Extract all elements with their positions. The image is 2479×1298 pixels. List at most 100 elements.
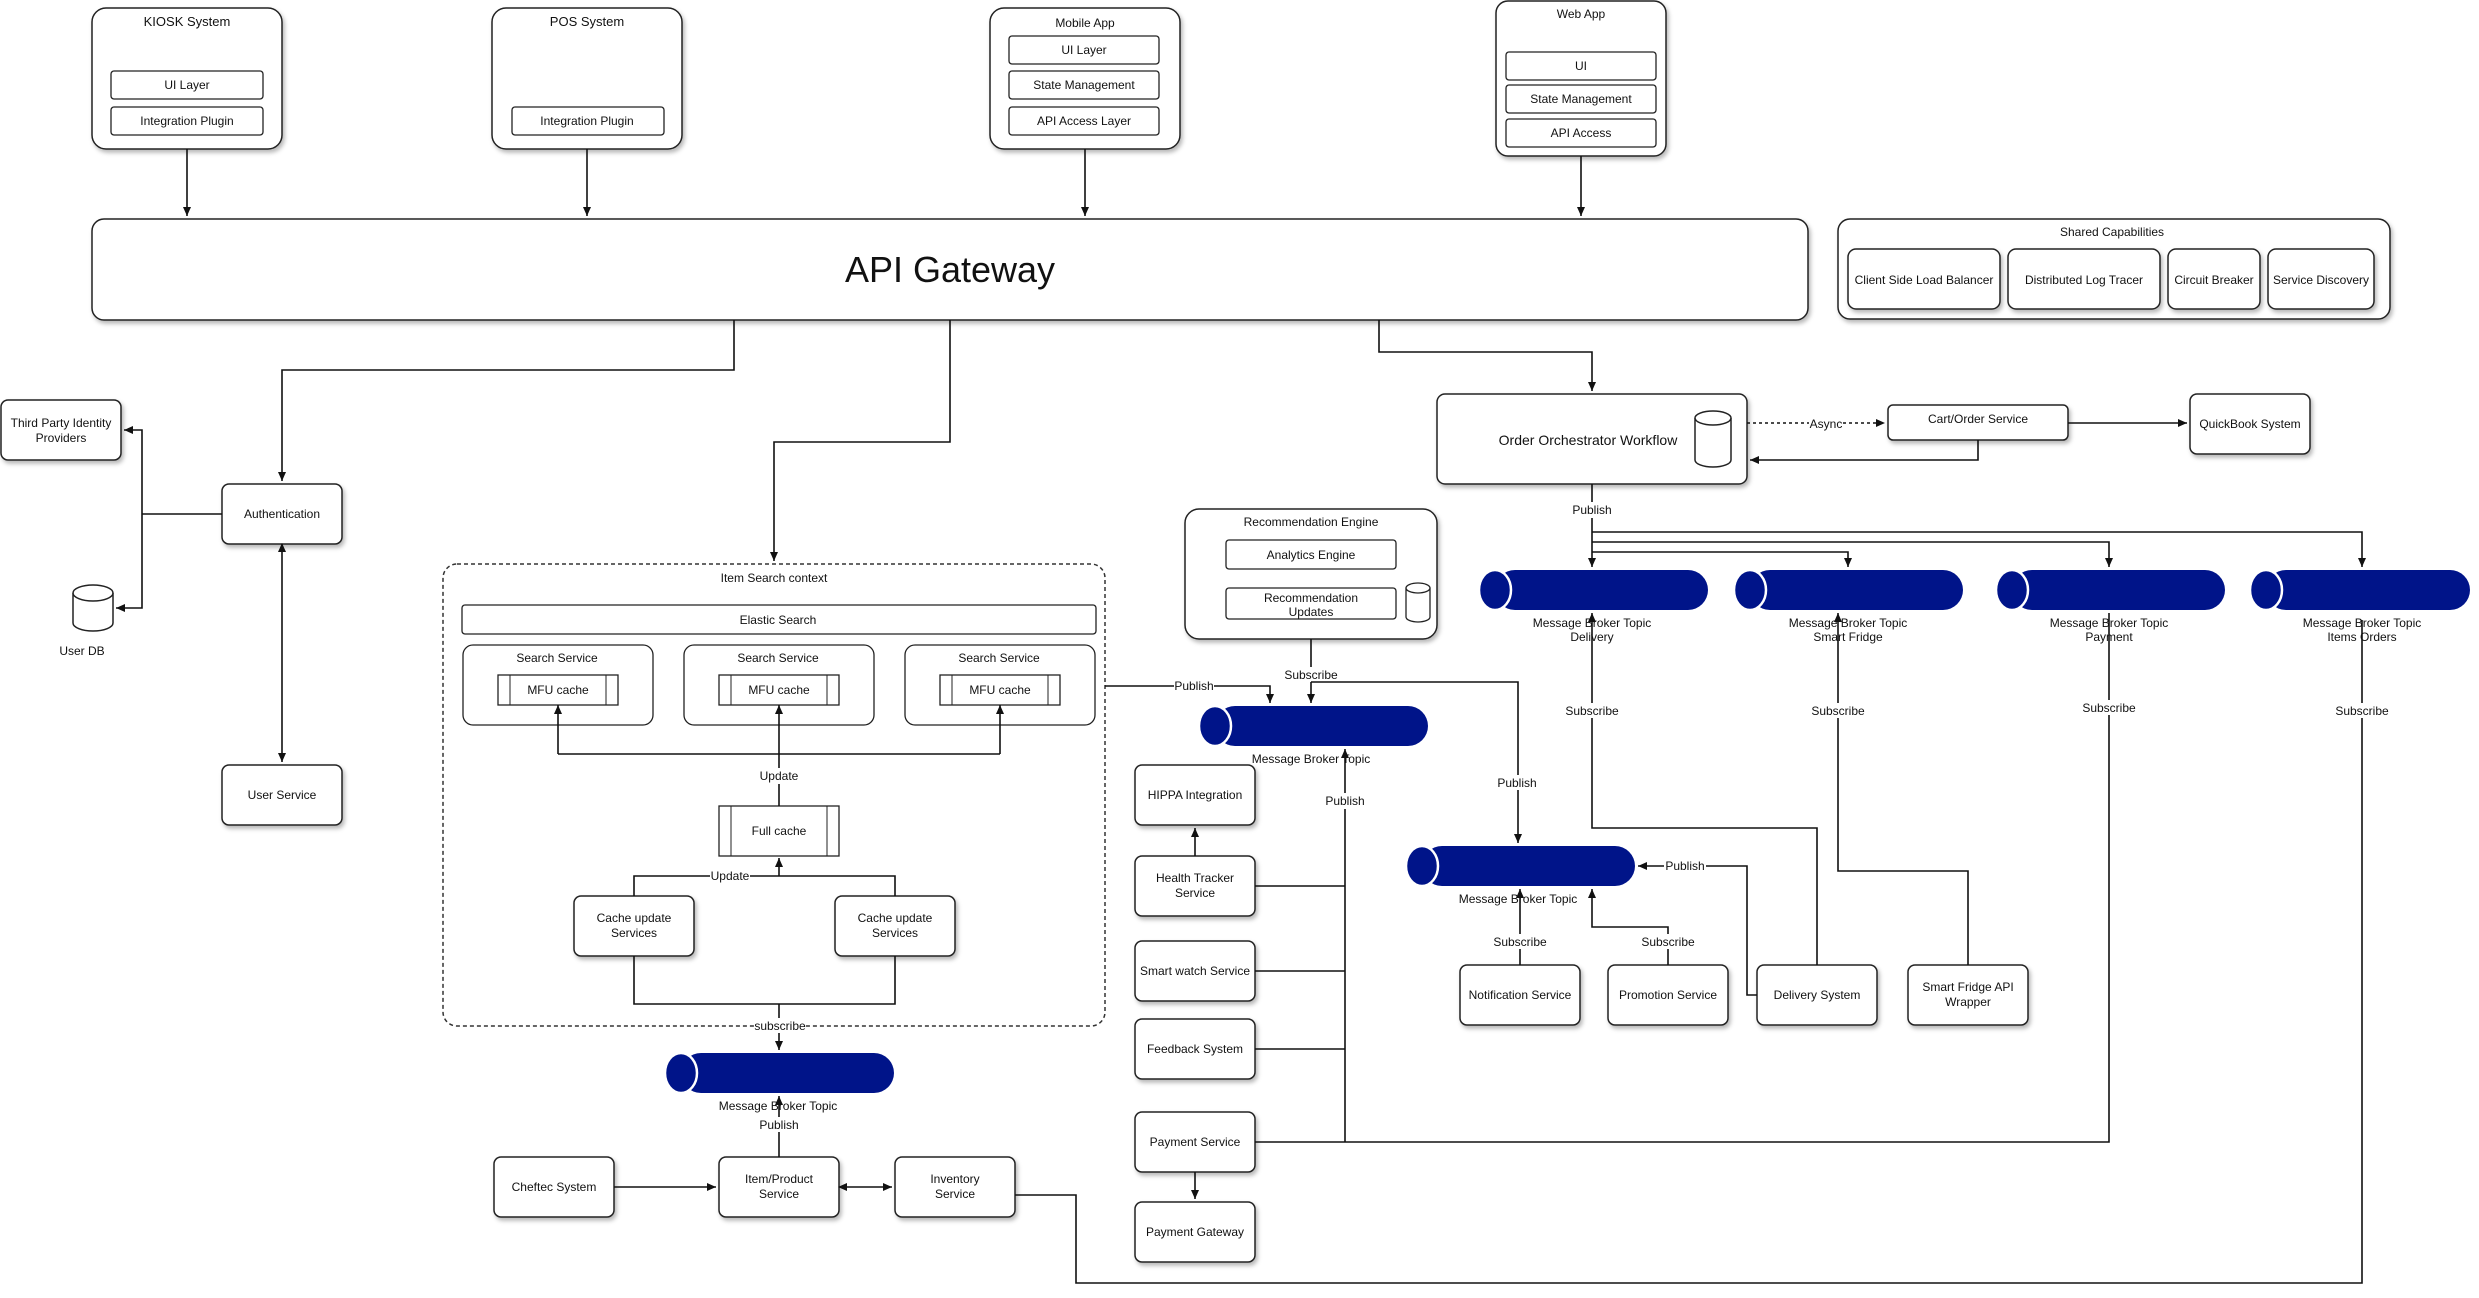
item-broker-topic: Message Broker Topic xyxy=(663,1051,894,1113)
subscribe-label-notification: Subscribe xyxy=(1493,935,1547,949)
edge-publish-items-orders xyxy=(1592,531,2366,567)
edge-cacheupdate-bus xyxy=(633,875,896,896)
fridge-l2: Wrapper xyxy=(1945,995,1991,1009)
orchestrator-label: Order Orchestrator Workflow xyxy=(1499,432,1679,448)
web-state-management: State Management xyxy=(1530,92,1632,106)
order-orchestrator-workflow: Order Orchestrator Workflow xyxy=(1436,393,1748,485)
user-db-label: User DB xyxy=(59,644,104,658)
search-service-1-label: Search Service xyxy=(516,651,598,665)
topic-items-orders: Message Broker Topic Items Orders xyxy=(2248,568,2470,644)
search-service-3: Search Service MFU cache xyxy=(904,644,1096,726)
topic-fridge-l1: Message Broker Topic xyxy=(1789,616,1908,630)
shared-capabilities: Shared Capabilities Client Side Load Bal… xyxy=(1837,218,2391,320)
edge-payment-bus xyxy=(1255,613,2110,1143)
cache-update-services-2: Cache update Services xyxy=(834,895,956,957)
smart-fridge-api-wrapper: Smart Fridge API Wrapper xyxy=(1907,964,2029,1026)
notification-label: Notification Service xyxy=(1469,988,1572,1002)
recommendation-title: Recommendation Engine xyxy=(1244,515,1379,529)
item-product-service: Item/Product Service xyxy=(718,1156,840,1218)
item-product-l1: Item/Product xyxy=(745,1172,814,1186)
edge-auth-user-db xyxy=(116,514,143,612)
feedback-system: Feedback System xyxy=(1134,1018,1256,1080)
recommendation-engine: Recommendation Engine Analytics Engine R… xyxy=(1184,508,1438,640)
web-api-access: API Access xyxy=(1551,126,1612,140)
full-cache-label: Full cache xyxy=(752,824,807,838)
update-label-top: Update xyxy=(760,769,799,783)
pos-integration-plugin: Integration Plugin xyxy=(540,114,633,128)
topic-smart-fridge: Message Broker Topic Smart Fridge xyxy=(1732,568,1963,644)
cache-update-2-l2: Services xyxy=(872,926,918,940)
user-db: User DB xyxy=(59,584,114,658)
subscribe-label-topic-fridge: Subscribe xyxy=(1811,704,1865,718)
edge-promotion-subscribe xyxy=(1588,889,1669,965)
mfu-cache-3: MFU cache xyxy=(969,683,1031,697)
topic-payment: Message Broker Topic Payment xyxy=(1994,568,2225,644)
pos-system: POS System Integration Plugin xyxy=(491,7,683,150)
topic-payment-l2: Payment xyxy=(2085,630,2133,644)
smartwatch-label: Smart watch Service xyxy=(1140,964,1250,978)
edge-publish-payment xyxy=(1592,541,2113,567)
subscribe-label-items: subscribe xyxy=(754,1019,806,1033)
web-ui: UI xyxy=(1575,59,1587,73)
mobile-ui-layer: UI Layer xyxy=(1061,43,1106,57)
api-gateway-title: API Gateway xyxy=(845,249,1055,290)
pos-title: POS System xyxy=(550,14,624,29)
search-service-2-label: Search Service xyxy=(737,651,819,665)
smart-watch-service: Smart watch Service xyxy=(1134,940,1256,1002)
edge-cacheupdate-subscribe-bus xyxy=(633,956,896,1005)
publish-label-health: Publish xyxy=(1325,794,1364,808)
web-title: Web App xyxy=(1557,7,1606,21)
edge-gateway-orchestrator xyxy=(1378,320,1596,391)
payment-service: Payment Service xyxy=(1134,1111,1256,1173)
mobile-state-management: State Management xyxy=(1033,78,1135,92)
topic-fridge-l2: Smart Fridge xyxy=(1813,630,1883,644)
cache-update-2-l1: Cache update xyxy=(858,911,933,925)
update-label-bottom: Update xyxy=(711,869,750,883)
delivery-system: Delivery System xyxy=(1756,964,1878,1026)
api-gateway: API Gateway xyxy=(91,218,1809,321)
cheftec-system: Cheftec System xyxy=(493,1156,615,1218)
authentication: Authentication xyxy=(221,483,343,545)
analytics-engine: Analytics Engine xyxy=(1267,548,1356,562)
topic-payment-l1: Message Broker Topic xyxy=(2050,616,2169,630)
third-party-label-2: Providers xyxy=(36,431,87,445)
web-app: Web App UI State Management API Access xyxy=(1495,0,1667,157)
edge-cart-orchestrator xyxy=(1750,440,1979,464)
client-side-load-balancer: Client Side Load Balancer xyxy=(1855,273,1994,287)
subscribe-label-topic-items: Subscribe xyxy=(2335,704,2389,718)
elastic-search: Elastic Search xyxy=(740,613,817,627)
cheftec-label: Cheftec System xyxy=(512,1180,597,1194)
search-service-2: Search Service MFU cache xyxy=(683,644,875,726)
kiosk-system: KIOSK System UI Layer Integration Plugin xyxy=(91,7,283,150)
mobile-api-access-layer: API Access Layer xyxy=(1037,114,1131,128)
payment-gateway: Payment Gateway xyxy=(1134,1201,1256,1263)
edge-auth-third-party xyxy=(124,426,143,514)
publish-label-delivery: Publish xyxy=(1665,859,1704,873)
promotion-label: Promotion Service xyxy=(1619,988,1717,1002)
fridge-l1: Smart Fridge API xyxy=(1922,980,2013,994)
item-topic-label: Message Broker Topic xyxy=(719,1099,838,1113)
circuit-breaker: Circuit Breaker xyxy=(2174,273,2253,287)
recommendation-topic-label: Message Broker Topic xyxy=(1252,752,1371,766)
hippa-label: HIPPA Integration xyxy=(1148,788,1243,802)
payment-gateway-label: Payment Gateway xyxy=(1146,1225,1244,1239)
third-party-label-1: Third Party Identity xyxy=(11,416,112,430)
publish-label-search: Publish xyxy=(1174,679,1213,693)
delivery-label: Delivery System xyxy=(1774,988,1861,1002)
notification-broker-topic: Message Broker Topic xyxy=(1404,844,1635,906)
shared-title: Shared Capabilities xyxy=(2060,225,2164,239)
edge-inventory-items-orders xyxy=(1015,620,2363,1284)
recommendation-updates-l1: Recommendation xyxy=(1264,591,1358,605)
mfu-cache-1: MFU cache xyxy=(527,683,589,697)
item-search-title: Item Search context xyxy=(721,571,828,585)
user-service: User Service xyxy=(221,764,343,826)
cart-order-service: Cart/Order Service xyxy=(1887,404,2069,441)
edge-publish-fridge xyxy=(1592,551,1852,567)
edge-delivery-subscribe xyxy=(1588,613,1818,965)
topic-delivery: Message Broker Topic Delivery xyxy=(1477,568,1708,644)
kiosk-title: KIOSK System xyxy=(144,14,231,29)
edge-gateway-item-search xyxy=(770,320,951,561)
publish-label-notify: Publish xyxy=(1497,776,1536,790)
subscribe-label-topic-delivery: Subscribe xyxy=(1565,704,1619,718)
